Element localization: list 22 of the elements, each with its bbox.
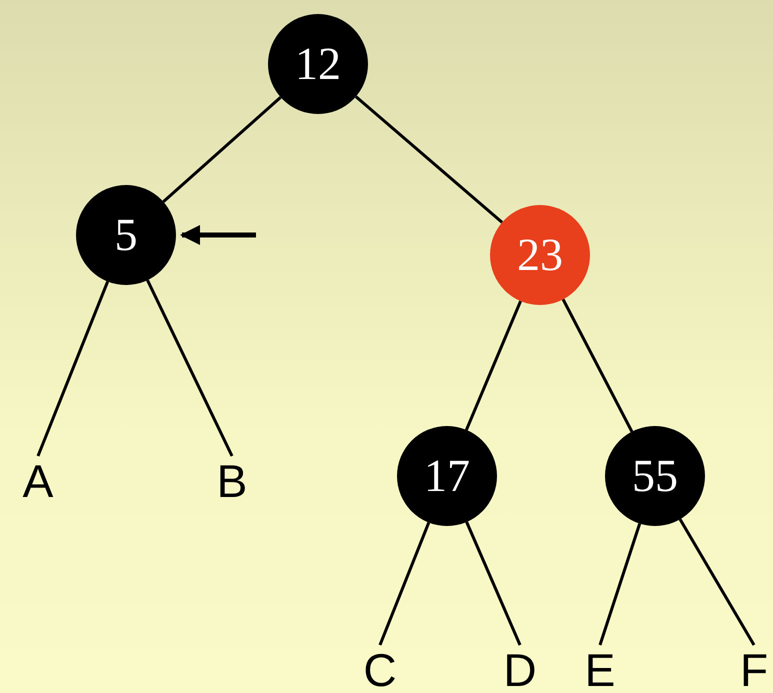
tree-edge	[465, 300, 522, 430]
tree-edge	[354, 95, 504, 224]
subtree-label: F	[740, 647, 768, 693]
tree-edge	[465, 521, 522, 646]
tree-edge	[678, 518, 756, 646]
node-key: 17	[424, 453, 470, 499]
tree-edge	[378, 522, 430, 646]
tree-edge	[36, 280, 110, 457]
node-key: 23	[517, 232, 563, 278]
subtree-label: B	[216, 458, 248, 504]
tree-edge	[562, 298, 634, 432]
tree-edge	[146, 280, 234, 457]
tree-edge	[598, 523, 642, 646]
node-key: 5	[114, 212, 138, 258]
subtree-label: A	[22, 458, 54, 504]
subtree-label: E	[584, 647, 616, 693]
node-key: 12	[295, 41, 341, 87]
pointer-arrow	[180, 225, 256, 245]
subtree-label: C	[363, 647, 397, 693]
tree-edge	[162, 96, 282, 203]
subtree-label: D	[503, 647, 537, 693]
node-key: 55	[632, 453, 678, 499]
